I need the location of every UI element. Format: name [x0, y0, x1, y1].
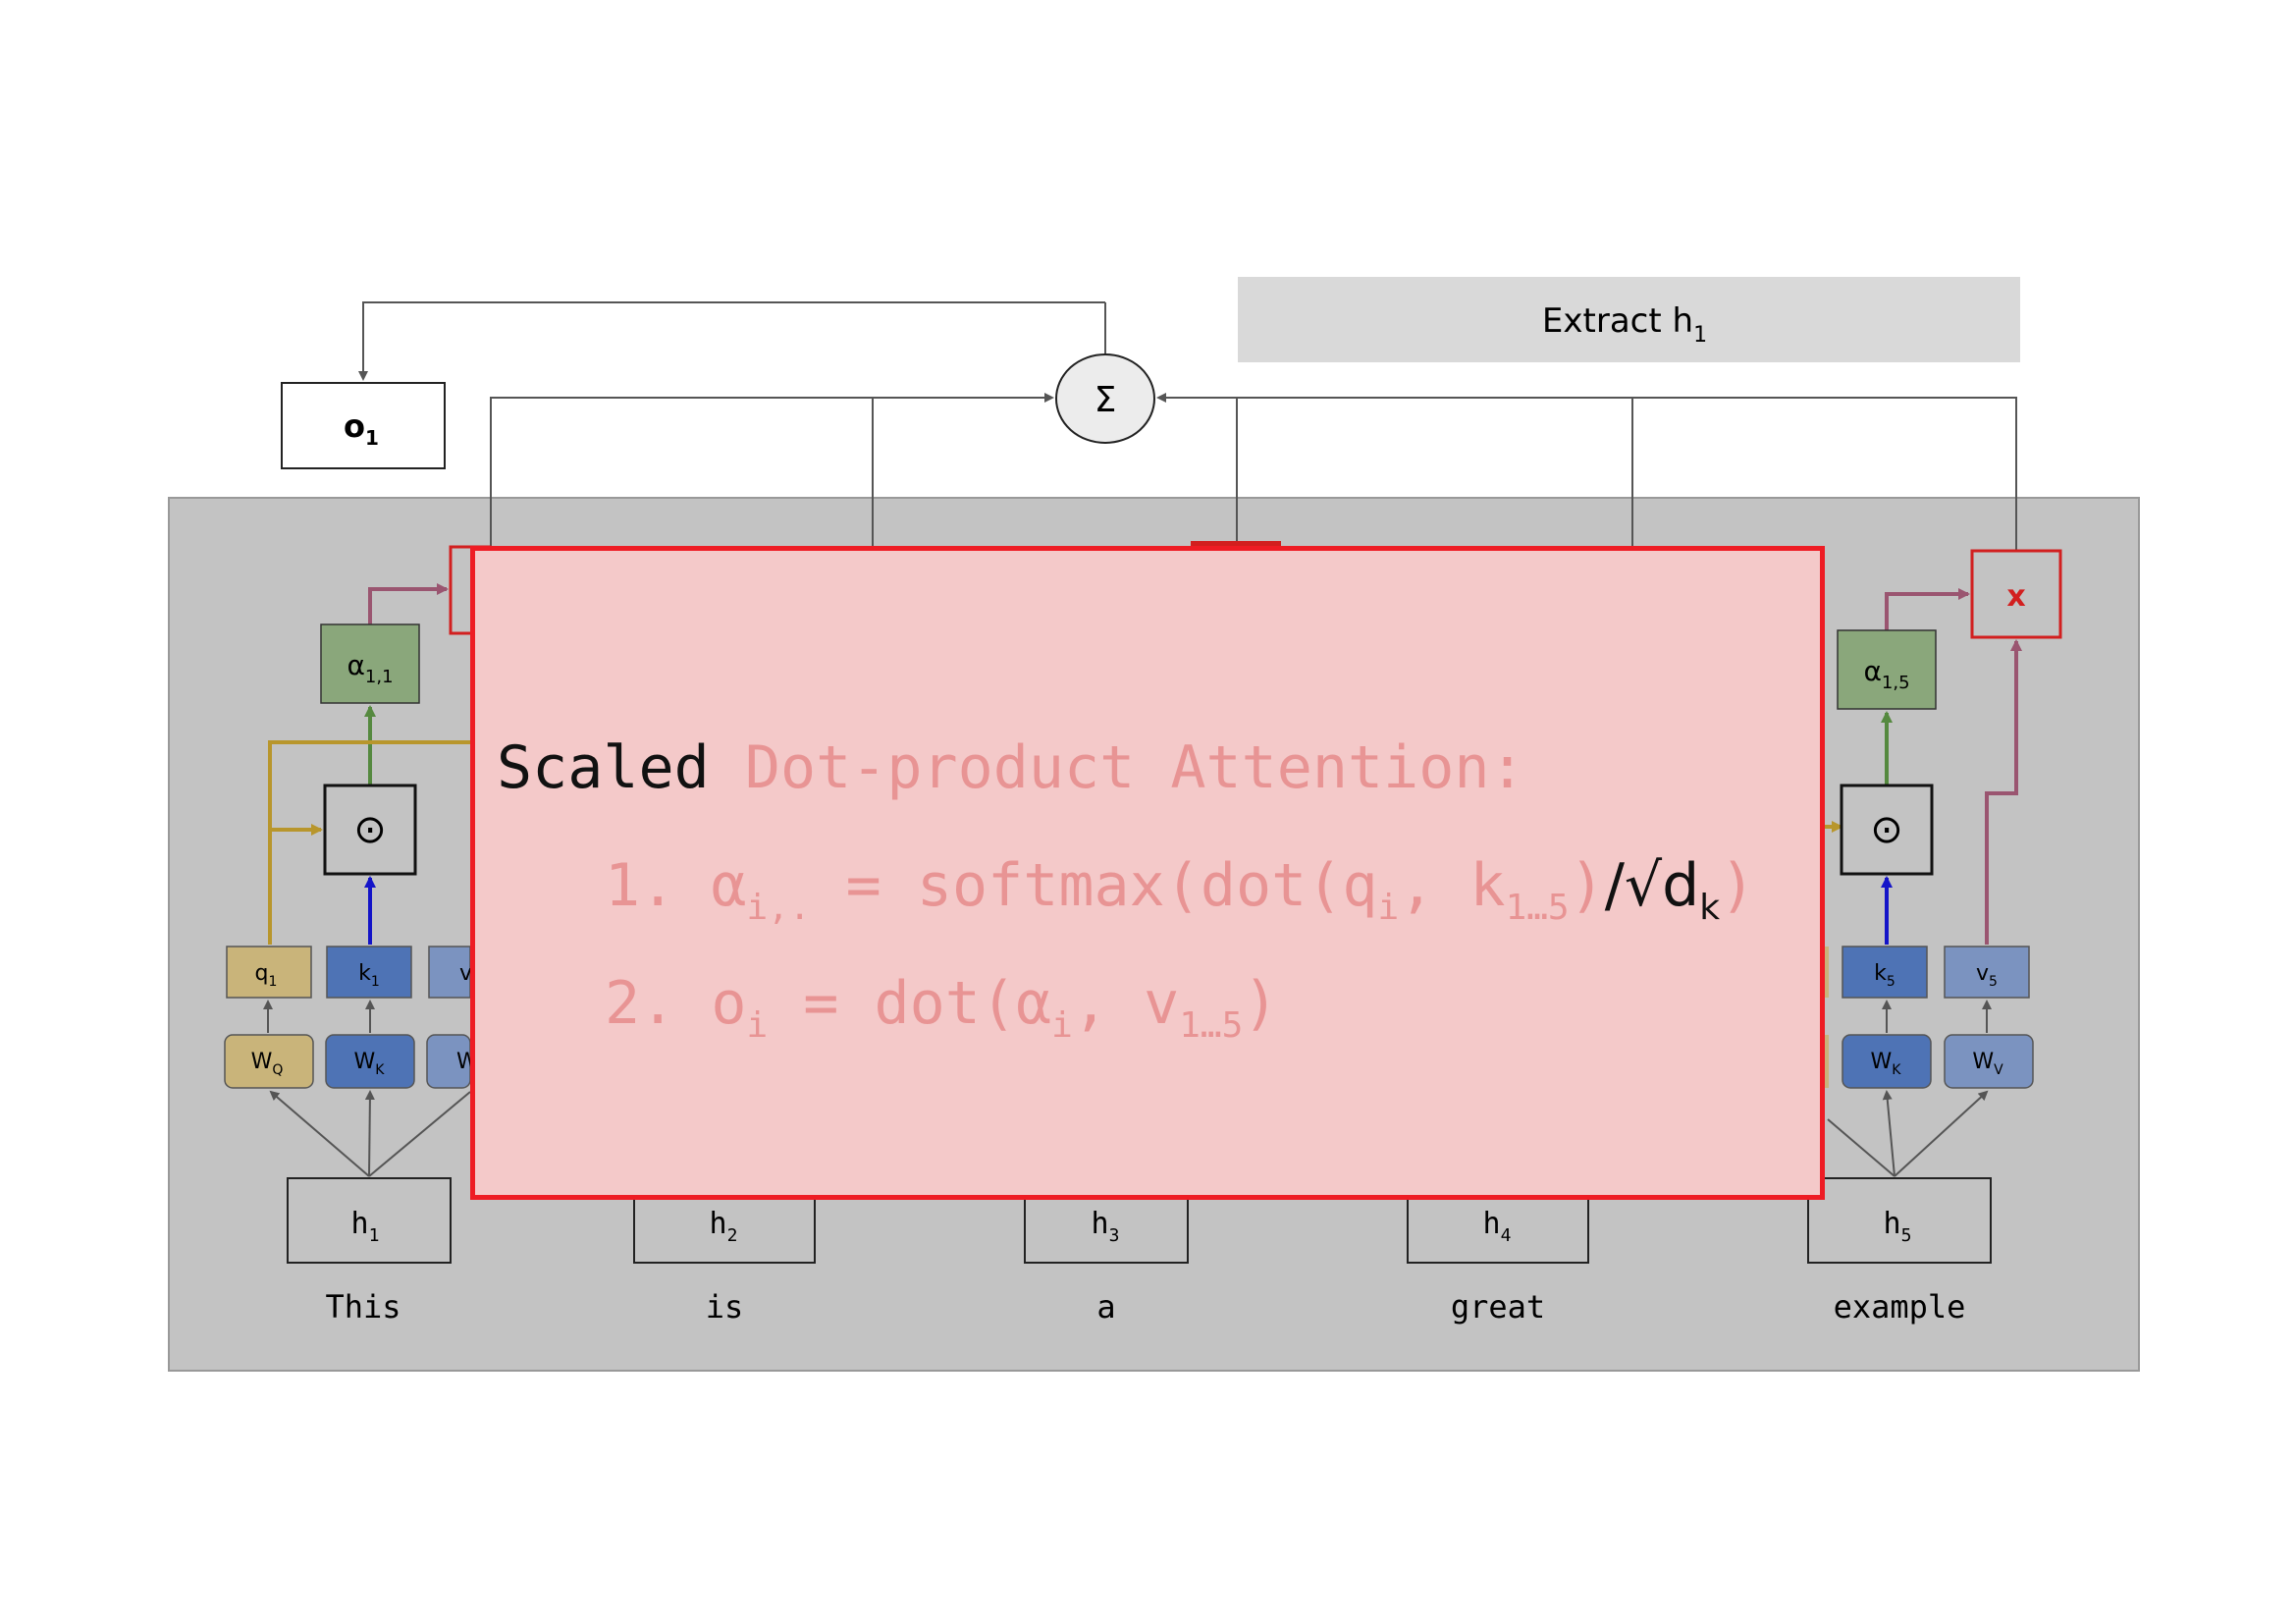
odot-box-1	[323, 784, 417, 876]
token-word-5: example	[1834, 1288, 1966, 1326]
q-label-1: q1	[255, 961, 278, 990]
q-box-1	[226, 946, 312, 999]
attention-formula-callout: Scaled Dot-product Attention: 1. αi,. = …	[470, 546, 1825, 1200]
odot-symbol-5: ⊙	[1870, 807, 1903, 852]
weighted-value-line-5	[1156, 393, 2017, 552]
alpha-box-5	[1837, 629, 1937, 710]
k-label-5: k5	[1874, 961, 1896, 990]
h1-to-wk-line	[364, 1090, 375, 1177]
q-box-5-partial	[1825, 947, 1829, 998]
wq-label-1: WQ	[251, 1050, 284, 1078]
token-word-4: great	[1451, 1288, 1545, 1326]
formula-output: 2. oi = dot(αi, v1…5)	[605, 969, 1279, 1046]
value-to-multiply-line-5	[1985, 639, 2022, 945]
h1-to-wv-line	[368, 1091, 471, 1177]
wq-box-5-partial	[1825, 1035, 1829, 1088]
multiply-symbol-5: x	[2006, 579, 2025, 614]
extract-banner	[1238, 277, 2020, 362]
wv-label-5: WV	[1972, 1050, 2003, 1078]
v-label-5: v5	[1976, 961, 1998, 990]
output-box	[281, 382, 446, 469]
sum-node	[1055, 353, 1155, 444]
token-word-1: This	[325, 1288, 400, 1326]
v-label-1-partial: v	[459, 961, 472, 986]
extract-label: Extract h1	[1542, 301, 1707, 348]
alpha-to-multiply-line-5	[1885, 588, 1970, 630]
hidden-state-label-4: h4	[1483, 1207, 1512, 1246]
formula-alpha: 1. αi,. = softmax(dot(qi, k1…5)/√dk)	[605, 851, 1756, 928]
k-box-5	[1842, 946, 1928, 999]
token-word-2: is	[706, 1288, 744, 1326]
query-line-broadcast	[268, 740, 472, 864]
hidden-state-box-5	[1807, 1177, 1992, 1264]
alpha-box-1	[320, 623, 420, 704]
k-box-1	[326, 946, 412, 999]
hidden-state-label-2: h2	[710, 1207, 738, 1246]
sum-symbol: Σ	[1095, 380, 1117, 420]
h1-to-wq-line	[269, 1090, 370, 1177]
token-word-3: a	[1096, 1288, 1115, 1326]
hidden-state-label-5: h5	[1884, 1207, 1912, 1246]
hidden-state-box-1	[287, 1177, 452, 1264]
odot-symbol-1: ⊙	[353, 807, 387, 852]
output-label: o1	[344, 407, 379, 450]
wk-box-1	[325, 1034, 415, 1089]
weighted-value-line-1	[490, 393, 1054, 550]
wv-box-5	[1944, 1034, 2034, 1089]
multiply-box-5	[1970, 549, 2062, 639]
h5-to-wv-line	[1894, 1090, 1989, 1177]
sum-to-output-path	[358, 301, 1105, 381]
alpha-label-5: α1,5	[1863, 655, 1909, 693]
callout-title-rest: Dot-product Attention:	[744, 733, 1525, 802]
alpha-to-multiply-line-1	[368, 583, 449, 624]
callout-title-scaled: Scaled	[497, 733, 710, 802]
h5-to-wq-line	[1827, 1118, 1896, 1177]
wk-label-1: WK	[354, 1050, 386, 1078]
alpha-label-1: α1,1	[347, 649, 393, 687]
k-label-1: k1	[358, 961, 380, 990]
wq-box-1	[224, 1034, 314, 1089]
wk-label-5: WK	[1871, 1050, 1902, 1078]
wk-box-5	[1842, 1034, 1932, 1089]
callout-title: Scaled Dot-product Attention:	[497, 733, 1525, 802]
v-box-1-partial	[428, 946, 471, 999]
h5-to-wk-line	[1882, 1090, 1896, 1177]
hidden-state-label-3: h3	[1092, 1207, 1120, 1246]
v-box-5	[1944, 946, 2030, 999]
hidden-state-label-1: h1	[351, 1207, 380, 1246]
odot-box-5	[1840, 784, 1934, 876]
